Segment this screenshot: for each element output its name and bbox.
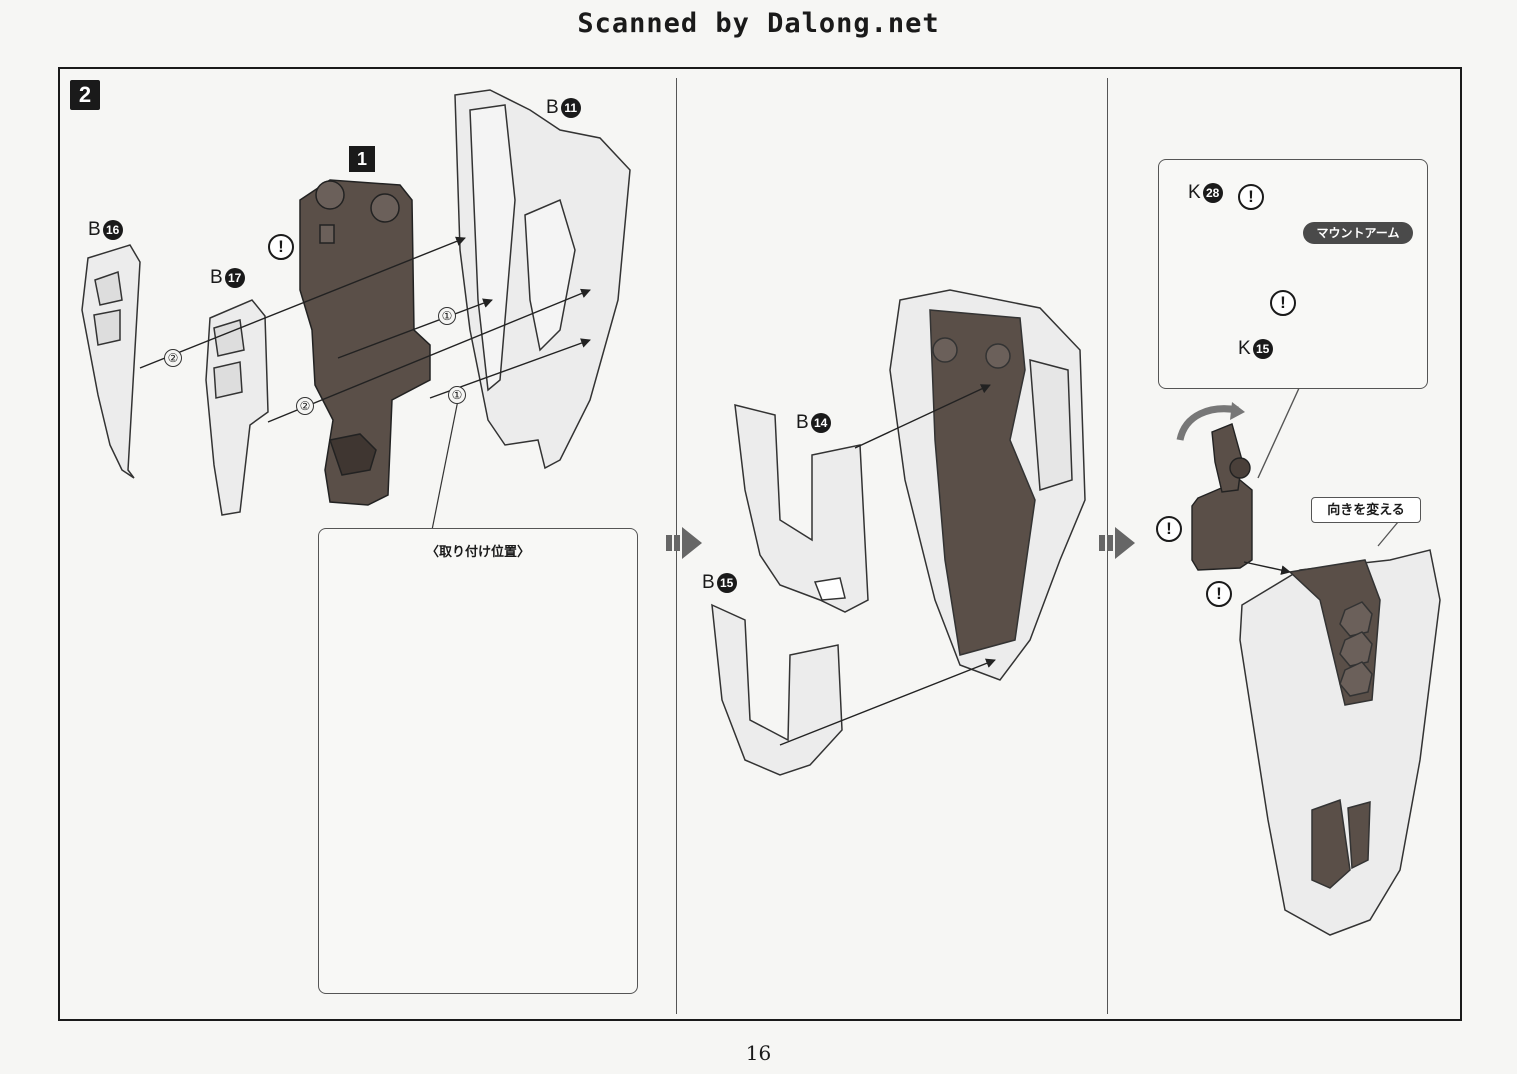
inset-leader-line	[431, 399, 459, 531]
direction-pointer	[1377, 521, 1400, 547]
warning-icon-arm-top: !	[1156, 516, 1182, 542]
part-b15-shape	[711, 603, 843, 776]
warning-icon-k28: !	[1238, 184, 1264, 210]
warning-icon-arm-bottom: !	[1206, 581, 1232, 607]
marker-2b: ②	[296, 397, 314, 415]
change-direction-label: 向きを変える	[1311, 497, 1421, 523]
mount-arm-label: マウントアーム	[1303, 222, 1413, 244]
page-number: 16	[745, 1041, 772, 1065]
step-number-badge: 2	[70, 80, 100, 110]
inset-title: 〈取り付け位置〉	[425, 544, 530, 559]
dark-core-assembly	[299, 179, 431, 506]
marker-1a: ①	[438, 307, 456, 325]
part-b11-shell	[454, 89, 631, 470]
part-b17-shape	[205, 299, 269, 516]
panel3-attach-arrow	[1243, 561, 1291, 575]
instruction-frame	[58, 67, 1462, 1021]
panel3-mount-arm	[1191, 423, 1253, 571]
sub-step-badge: 1	[349, 146, 375, 172]
panel2-arrows	[779, 384, 996, 746]
warning-icon-mount-arm: !	[1270, 290, 1296, 316]
part-b14-shape	[734, 404, 869, 613]
panel2-shell	[889, 289, 1086, 681]
panel3-shell	[1239, 549, 1441, 936]
marker-1b: ①	[448, 386, 466, 404]
rotate-arrow	[1176, 405, 1239, 441]
warning-icon-core: !	[268, 234, 294, 260]
flow-arrow-2	[1099, 527, 1135, 559]
part-b16-shape	[81, 244, 141, 479]
scan-credit-header: Scanned by Dalong.net	[577, 8, 940, 39]
flow-arrow-1	[666, 527, 702, 559]
mounting-position-inset: 〈取り付け位置〉	[318, 528, 638, 994]
marker-2a: ②	[164, 349, 182, 367]
